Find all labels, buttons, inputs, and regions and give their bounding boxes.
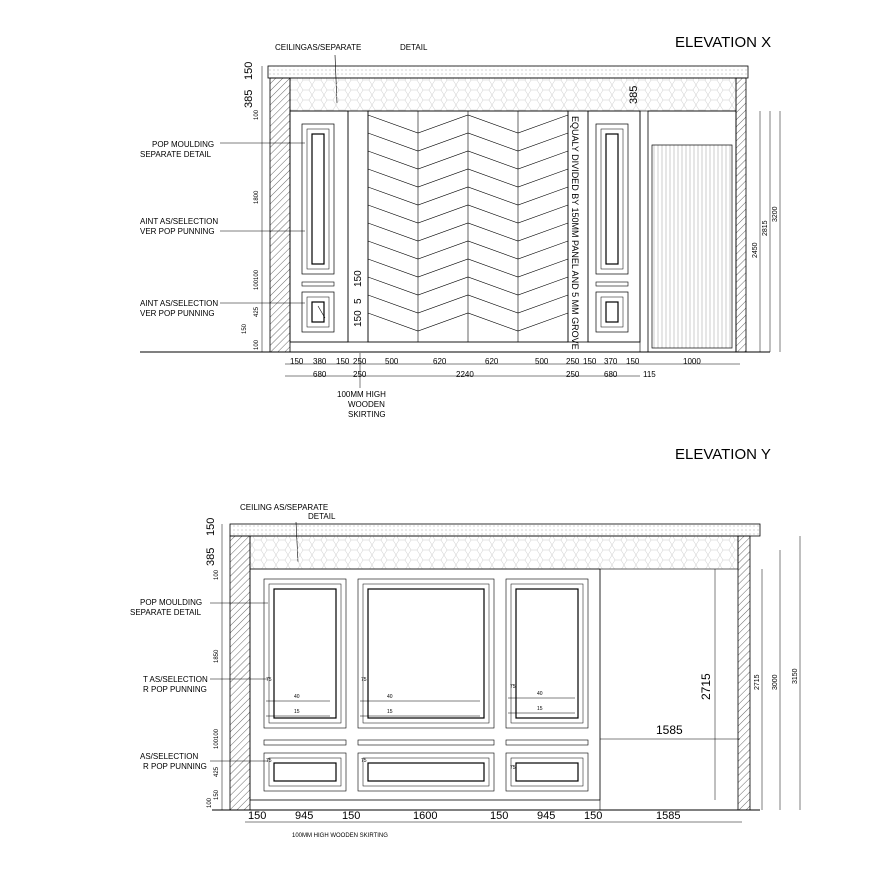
svg-text:75: 75: [510, 765, 516, 771]
svg-text:500: 500: [535, 357, 549, 366]
svg-text:100: 100: [254, 109, 260, 120]
svg-text:100: 100: [214, 569, 220, 580]
svg-text:250: 250: [566, 357, 580, 366]
svg-text:3150: 3150: [792, 668, 799, 684]
svg-text:75: 75: [361, 677, 367, 683]
svg-text:150: 150: [626, 357, 640, 366]
svg-text:115: 115: [643, 370, 656, 379]
svg-text:150: 150: [205, 518, 217, 536]
svg-text:370: 370: [604, 357, 618, 366]
svg-text:150: 150: [248, 810, 266, 822]
note-paint-a2: VER POP PUNNING: [140, 227, 215, 236]
svg-text:POP MOULDING: POP MOULDING: [140, 598, 202, 607]
elevation-y-title: ELEVATION Y: [675, 446, 771, 463]
svg-text:680: 680: [313, 370, 327, 379]
svg-text:40: 40: [537, 691, 543, 697]
svg-text:680: 680: [604, 370, 618, 379]
svg-text:150: 150: [342, 810, 360, 822]
svg-text:1000: 1000: [683, 357, 701, 366]
note-paint-b1: AINT AS/SELECTION: [140, 299, 218, 308]
svg-text:380: 380: [313, 357, 327, 366]
skirting-note-3: SKIRTING: [348, 410, 386, 419]
svg-text:250: 250: [566, 370, 580, 379]
svg-text:15: 15: [294, 709, 300, 715]
svg-text:150: 150: [583, 357, 597, 366]
svg-text:1850: 1850: [214, 649, 220, 663]
svg-text:3200: 3200: [772, 206, 779, 222]
svg-text:2450: 2450: [752, 242, 759, 258]
note-paint-a1: AINT AS/SELECTION: [140, 217, 218, 226]
svg-text:945: 945: [537, 810, 555, 822]
svg-text:3000: 3000: [772, 674, 779, 690]
skirting-note-2: WOODEN: [348, 400, 385, 409]
svg-text:T AS/SELECTION: T AS/SELECTION: [143, 675, 208, 684]
svg-text:40: 40: [387, 694, 393, 700]
svg-text:SEPARATE DETAIL: SEPARATE DETAIL: [130, 608, 202, 617]
svg-text:1800: 1800: [254, 190, 260, 204]
svg-text:2715: 2715: [754, 674, 761, 690]
svg-text:AS/SELECTION: AS/SELECTION: [140, 752, 198, 761]
svg-text:75: 75: [266, 758, 272, 764]
svg-text:R POP PUNNING: R POP PUNNING: [143, 762, 207, 771]
svg-text:75: 75: [510, 684, 516, 690]
svg-text:100: 100: [207, 797, 213, 808]
svg-text:620: 620: [485, 357, 499, 366]
note-moulding-2: SEPARATE DETAIL: [140, 150, 212, 159]
ceiling-note-y: CEILING AS/SEPARATE: [240, 503, 328, 512]
svg-text:1600: 1600: [413, 810, 437, 822]
svg-text:385: 385: [243, 90, 255, 108]
svg-text:620: 620: [433, 357, 447, 366]
svg-text:150: 150: [353, 310, 364, 327]
svg-text:100100: 100100: [214, 728, 220, 749]
note-paint-b2: VER POP PUNNING: [140, 309, 215, 318]
svg-text:385: 385: [628, 86, 640, 104]
elevation-x: ELEVATION X CEILINGAS/SEPARATE DETAIL: [140, 34, 781, 419]
vertical-note: EQUALY DIVIDED BY 150MM PANEL AND 5 MM G…: [570, 116, 580, 350]
svg-text:40: 40: [294, 694, 300, 700]
svg-text:150: 150: [242, 323, 248, 334]
svg-text:15: 15: [537, 706, 543, 712]
skirting-note-1: 100MM HIGH: [337, 390, 386, 399]
svg-text:2815: 2815: [762, 220, 769, 236]
ceiling-detail: DETAIL: [400, 43, 428, 52]
ceiling-note: CEILINGAS/SEPARATE: [275, 43, 361, 52]
note-moulding-1: POP MOULDING: [152, 140, 214, 149]
svg-text:R POP PUNNING: R POP PUNNING: [143, 685, 207, 694]
svg-text:1585: 1585: [656, 810, 680, 822]
svg-text:150: 150: [243, 62, 255, 80]
svg-text:2715: 2715: [699, 673, 713, 700]
svg-text:1585: 1585: [656, 723, 683, 737]
svg-text:945: 945: [295, 810, 313, 822]
svg-text:150: 150: [490, 810, 508, 822]
svg-text:150: 150: [584, 810, 602, 822]
svg-text:150: 150: [214, 789, 220, 800]
svg-text:385: 385: [205, 548, 217, 566]
svg-text:500: 500: [385, 357, 399, 366]
ceiling-detail-y: DETAIL: [308, 512, 336, 521]
svg-text:100100: 100100: [254, 269, 260, 290]
elevation-x-title: ELEVATION X: [675, 34, 771, 51]
svg-text:425: 425: [214, 766, 220, 777]
svg-text:5: 5: [353, 298, 364, 304]
svg-text:150: 150: [290, 357, 304, 366]
svg-text:2240: 2240: [456, 370, 474, 379]
svg-text:425: 425: [254, 306, 260, 317]
skirting-note-y: 100MM HIGH WOODEN SKIRTING: [292, 833, 388, 839]
svg-text:100: 100: [254, 339, 260, 350]
elevation-y: ELEVATION Y CEILING AS/SEPARATE DETAIL: [130, 446, 801, 839]
svg-text:150: 150: [336, 357, 350, 366]
svg-text:15: 15: [387, 709, 393, 715]
svg-text:75: 75: [361, 758, 367, 764]
svg-text:150: 150: [353, 270, 364, 287]
svg-text:75: 75: [266, 677, 272, 683]
